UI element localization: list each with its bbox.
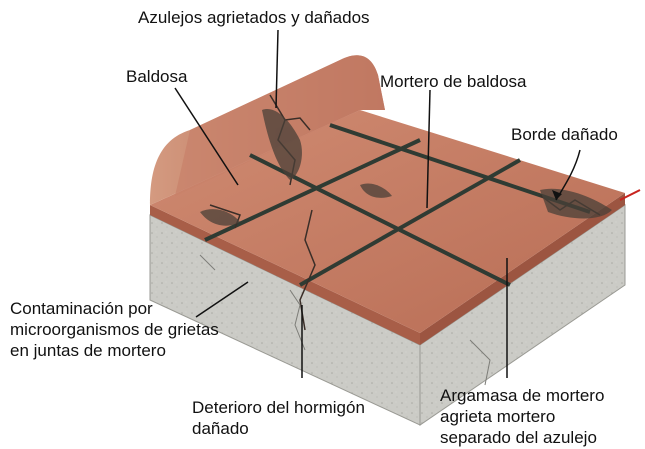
label-contamination-line-1: Contaminación por (10, 299, 153, 318)
label-contamination-line-3: en juntas de mortero (10, 341, 166, 360)
label-tile-mortar: Mortero de baldosa (380, 72, 527, 91)
tile-edge-left (150, 205, 420, 345)
leader-arrowhead-damaged-edge (552, 190, 562, 200)
label-concrete-line-1: Deterioro del hormigón (192, 398, 365, 417)
concrete-slab-right-face (419, 204, 626, 426)
label-concrete-line-2: dañado (192, 419, 249, 438)
label-mortar-bed-line-2: agrieta mortero (440, 407, 556, 426)
label-mortar-bed-line-1: Argamasa de mortero (440, 386, 605, 405)
label-mortar-bed-line-3: separado del azulejo (440, 428, 597, 447)
red-marker-line (619, 189, 641, 201)
concrete-cracks (199, 254, 491, 386)
label-mortar-bed: Argamasa de mortero agrieta mortero sepa… (440, 385, 604, 448)
label-tile: Baldosa (126, 67, 188, 86)
label-contamination: Contaminación por microorganismos de gri… (10, 298, 219, 361)
label-contamination-line-2: microorganismos de grietas (10, 320, 219, 339)
label-concrete: Deterioro del hormigón dañado (192, 397, 365, 439)
label-cracked-tiles: Azulejos agrietados y dañados (138, 8, 370, 27)
tile-edge-right (420, 193, 625, 345)
label-damaged-edge: Borde dañado (511, 125, 618, 144)
